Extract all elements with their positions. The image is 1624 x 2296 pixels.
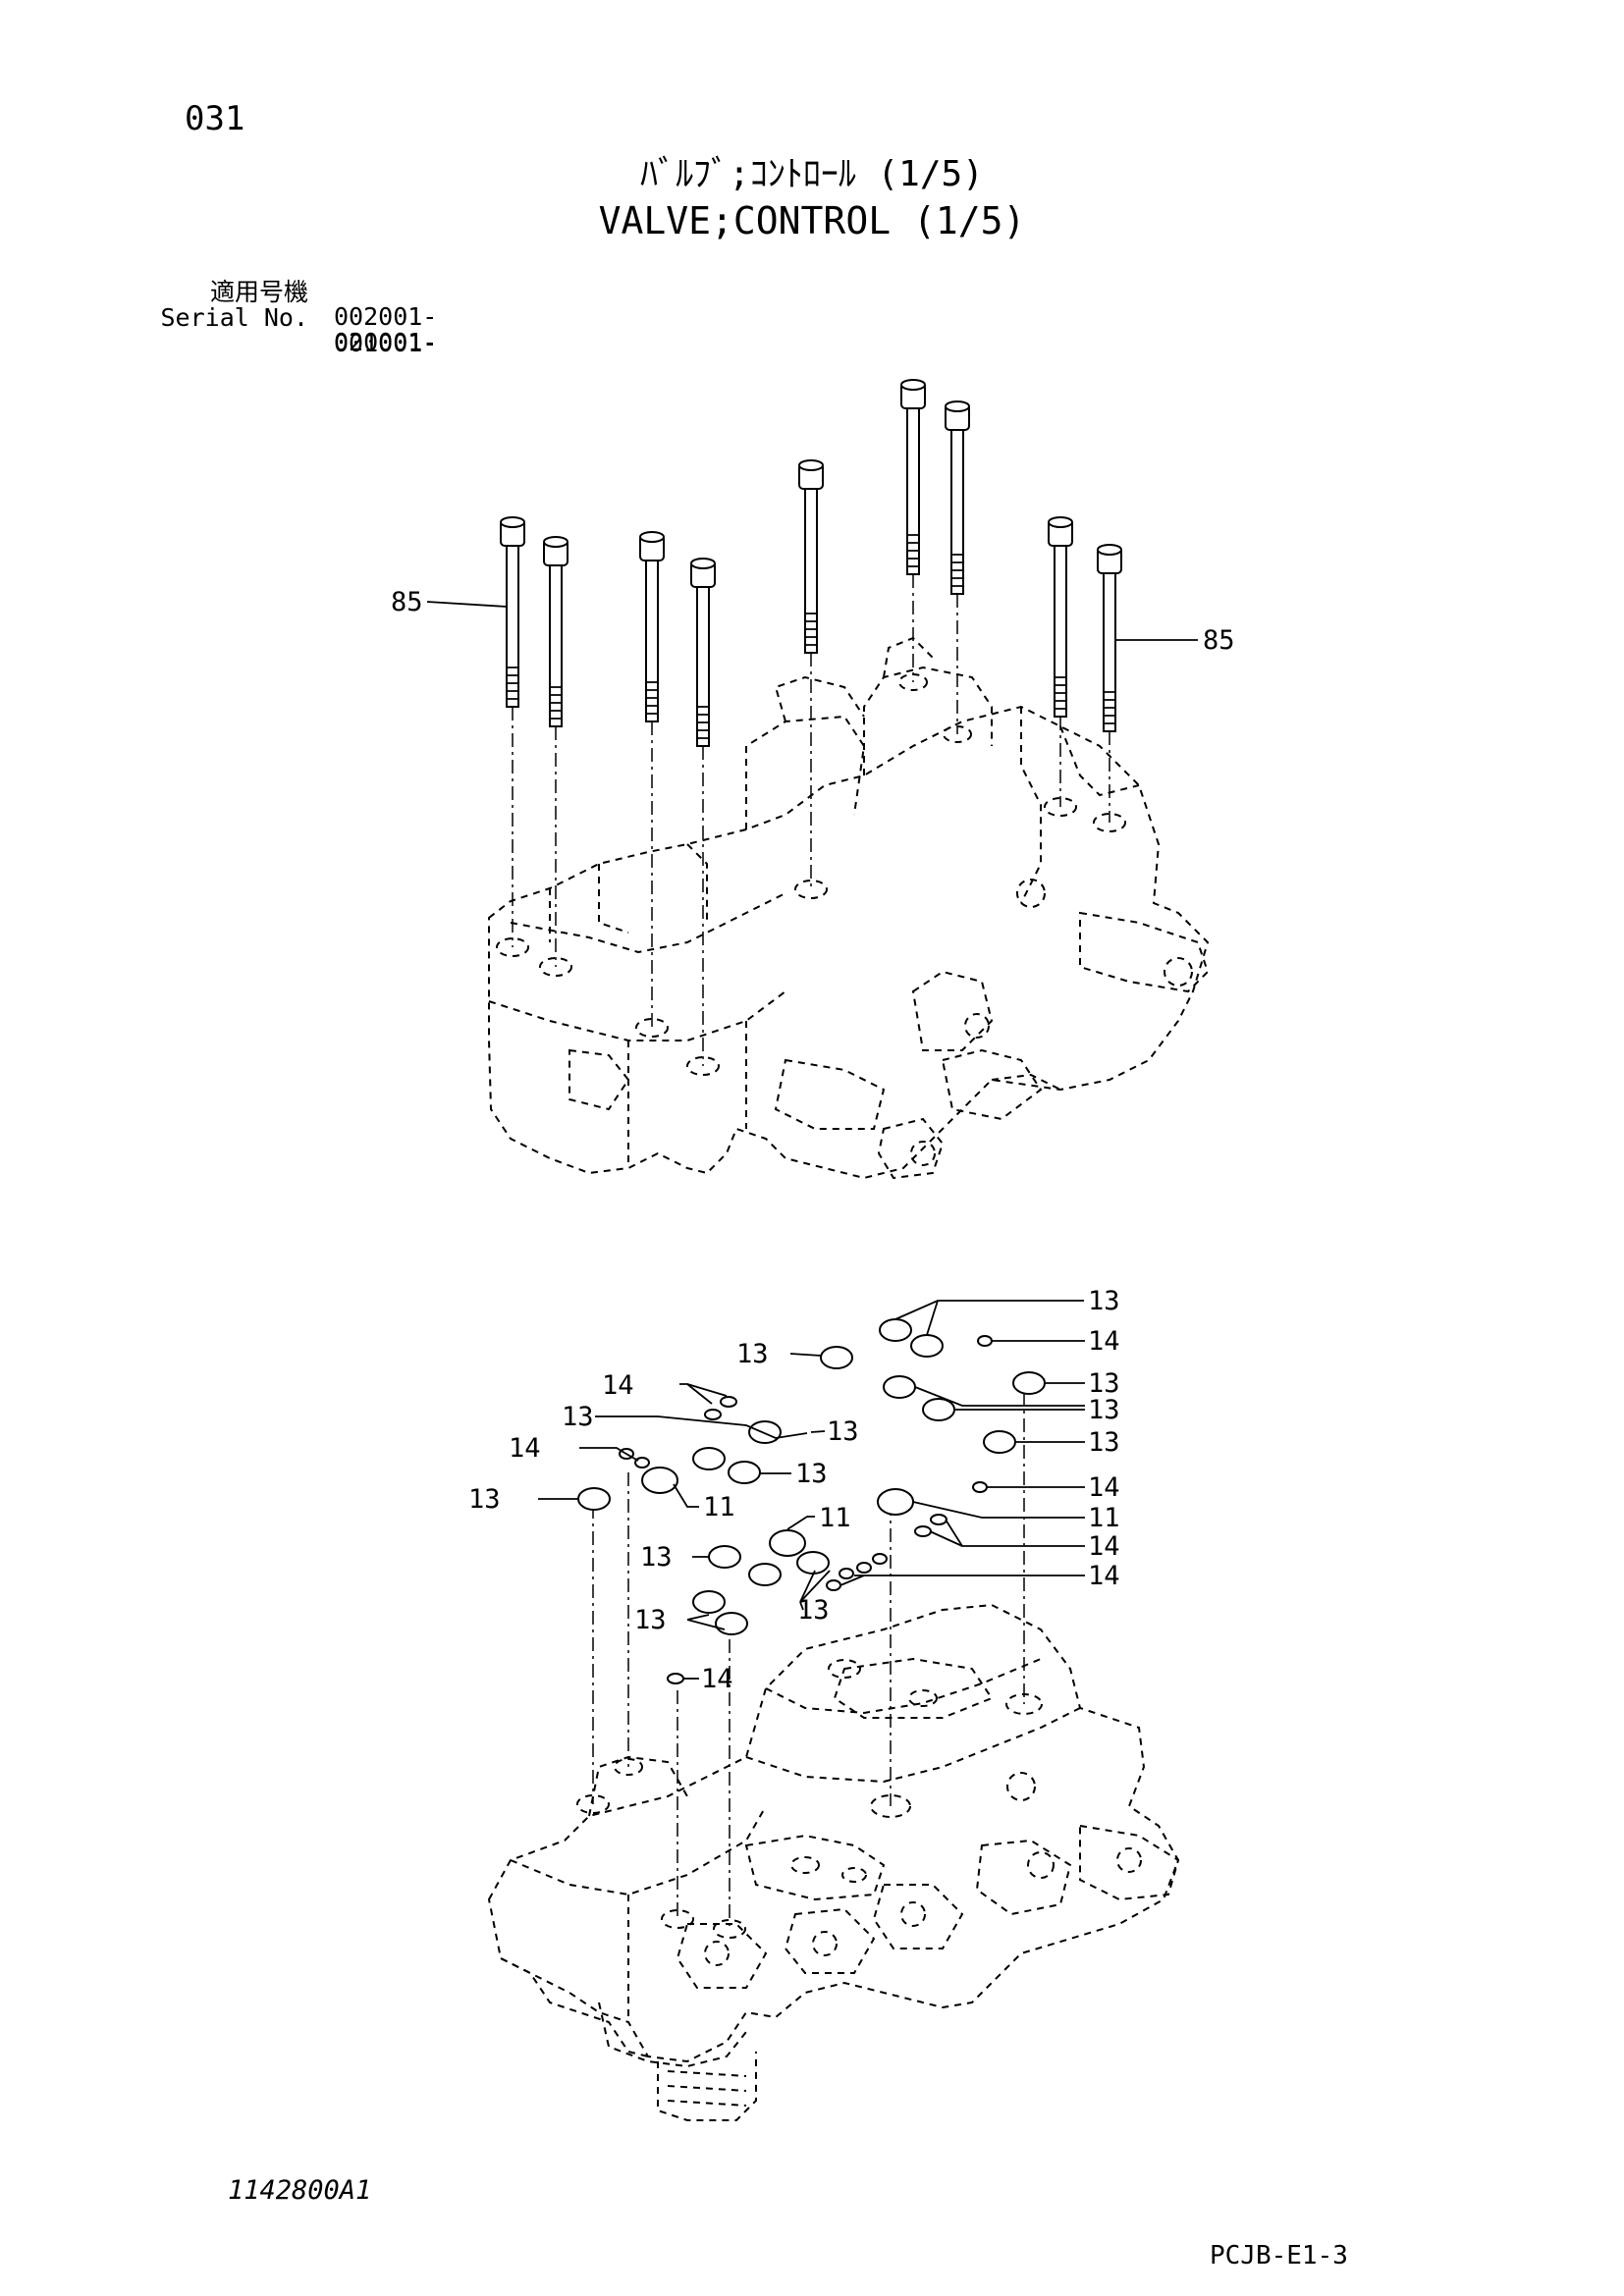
callout-label: 14 [1088, 1561, 1120, 1591]
page-code: PCJB-E1-3 [1210, 2241, 1348, 2270]
bolt [798, 459, 824, 654]
callout-label: 13 [795, 1459, 828, 1489]
callout-label: 85 [391, 587, 423, 617]
bolt [690, 558, 716, 747]
serial-row-3: 001001- [0, 306, 1624, 380]
socket-head-bolts [500, 379, 1122, 747]
callout-label: 11 [703, 1492, 735, 1522]
upper-callouts: 85 85 [391, 587, 1235, 656]
serial-label-japanese: 適用号機 [209, 278, 308, 306]
callout-label: 13 [1088, 1395, 1120, 1425]
callout-label: 13 [562, 1402, 594, 1432]
serial-row-2: Serial No. 020001- [0, 281, 1624, 379]
callout-label: 13 [736, 1339, 769, 1369]
callout-label: 13 [827, 1416, 859, 1447]
bolt [500, 516, 525, 708]
callout-label: 14 [602, 1370, 634, 1401]
lower-leaders [538, 1300, 1085, 1680]
bolt [1048, 516, 1073, 718]
callout-label: 14 [1088, 1326, 1120, 1357]
serial-row-1: 適用号機 002001- [0, 255, 1624, 353]
callout-label: 14 [1088, 1531, 1120, 1562]
callout-label: 85 [1203, 625, 1235, 656]
bolt [1097, 544, 1122, 732]
callout-label: 11 [1088, 1503, 1120, 1533]
drawing-number: 1142800A1 [228, 2175, 372, 2206]
callout-label: 14 [509, 1433, 541, 1464]
callout-label: 13 [1088, 1427, 1120, 1458]
callout-label: 11 [819, 1503, 851, 1533]
lower-callouts: 13 14 13 14 13 13 13 13 13 14 13 14 13 1… [468, 1286, 1120, 1694]
page-title-japanese: ﾊﾞﾙﾌﾞ;ｺﾝﾄﾛｰﾙ (1/5) [640, 154, 984, 194]
callout-label: 13 [634, 1605, 667, 1635]
callout-label: 13 [797, 1595, 830, 1626]
callout-label: 13 [1088, 1286, 1120, 1316]
callout-label: 13 [468, 1484, 501, 1515]
serial-value: 002001- [334, 302, 438, 331]
upper-valve-body [488, 636, 1210, 1180]
lower-valve-body [487, 1603, 1180, 2121]
serial-label: Serial No. [160, 303, 308, 332]
serial-value: 020001- [334, 328, 438, 356]
upper-bolt-centerlines [512, 574, 1110, 1066]
callout-label: 14 [701, 1664, 733, 1694]
callout-label: 14 [1088, 1472, 1120, 1503]
bolt [639, 531, 665, 722]
lower-centerlines [592, 1392, 1025, 1929]
page-title: VALVE;CONTROL (1/5) [598, 199, 1026, 242]
bolt [900, 379, 926, 575]
callout-label: 13 [1088, 1368, 1120, 1399]
page-number: 031 [185, 99, 245, 138]
bolt [543, 536, 568, 727]
bolt [945, 400, 970, 595]
callout-label: 13 [640, 1542, 673, 1573]
serial-value: 001001- [334, 329, 438, 357]
